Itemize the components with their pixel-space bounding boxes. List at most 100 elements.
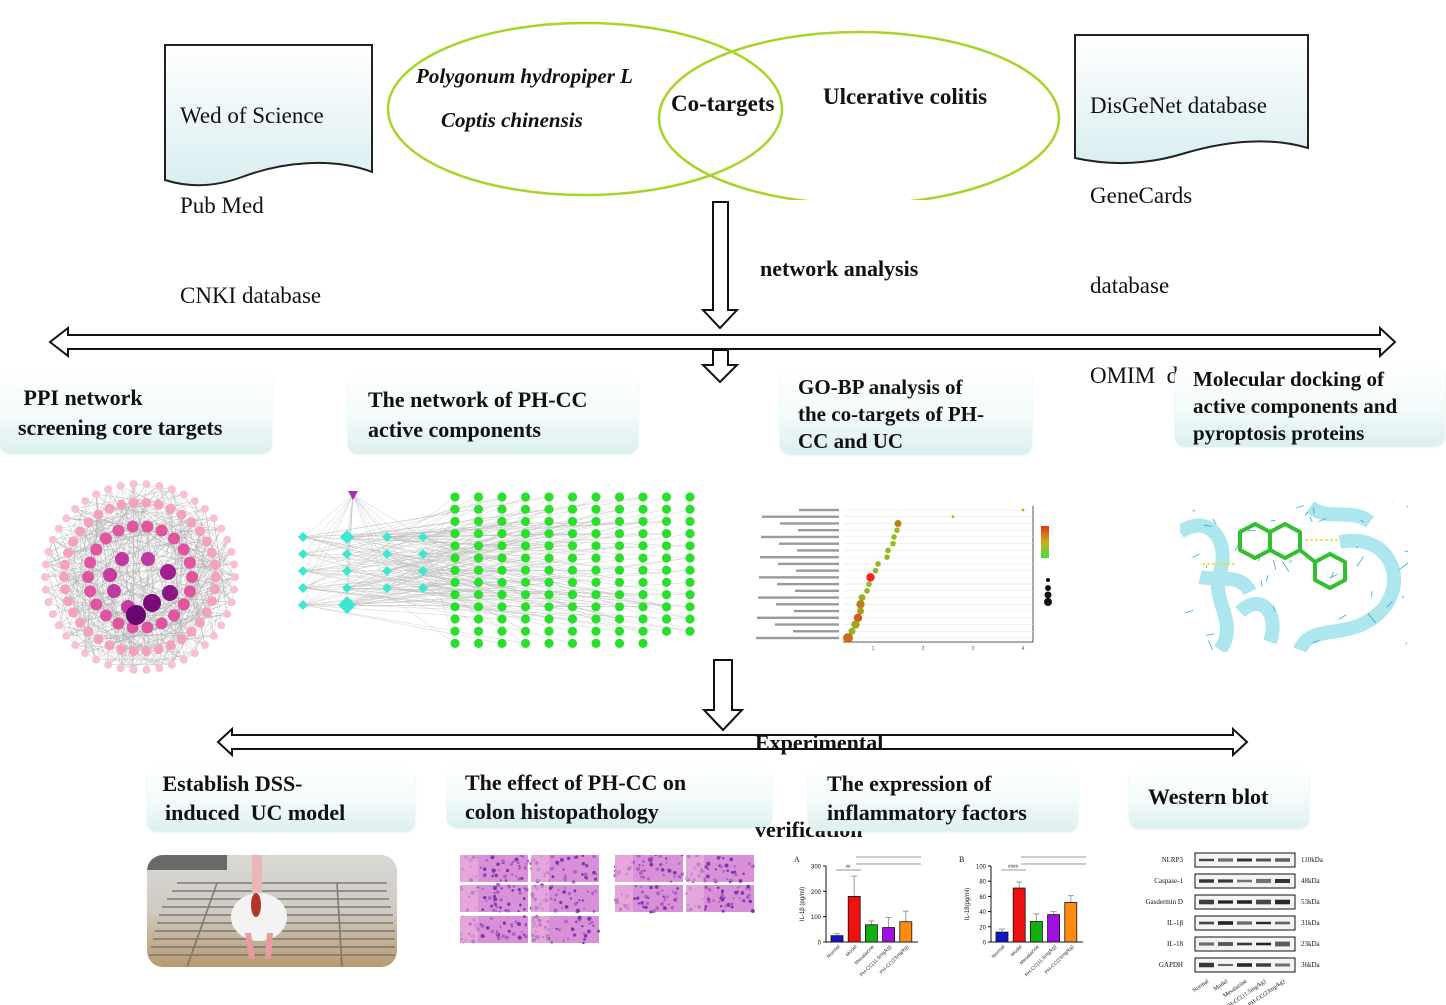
network-edge — [352, 494, 388, 538]
side-chains — [1185, 502, 1408, 651]
band — [1218, 942, 1233, 946]
significance-label: #### — [1008, 865, 1019, 870]
target-node — [473, 529, 484, 539]
ppi-edge — [161, 522, 192, 624]
network-edge — [302, 494, 354, 606]
ppi-node — [63, 547, 74, 558]
he-cell — [491, 874, 494, 878]
he-cell — [666, 895, 669, 899]
ppi-node — [194, 526, 205, 537]
he-cell — [517, 877, 521, 881]
network-edge — [302, 570, 691, 606]
band — [1256, 963, 1271, 967]
ppi-node — [90, 598, 103, 611]
ppi-node — [112, 524, 125, 537]
ppi-core-node — [107, 584, 121, 598]
ppi-edge — [191, 539, 228, 632]
ppi-core-node — [141, 552, 155, 566]
ppi-node — [68, 607, 79, 618]
panel-label-inflammatory: The expression of inflammatory factors — [808, 768, 1078, 831]
band — [1256, 858, 1271, 862]
ppi-edge — [96, 494, 133, 527]
ppi-edge — [45, 564, 212, 602]
he-cell — [646, 877, 650, 881]
ppi-node — [92, 655, 101, 664]
ppi-node — [209, 514, 218, 523]
target-node — [497, 529, 507, 539]
size-label: 53kDa — [1301, 898, 1321, 906]
ppi-node — [177, 598, 190, 611]
go-term-point — [885, 547, 891, 554]
ring — [1268, 522, 1302, 560]
he-cell — [577, 915, 582, 920]
ppi-node — [142, 665, 151, 674]
he-cell — [498, 910, 501, 913]
residue — [1386, 601, 1393, 608]
ppi-node — [59, 572, 69, 582]
target-node — [638, 577, 648, 587]
compound-node — [298, 583, 308, 593]
he-cell — [519, 855, 522, 858]
ppi-node — [104, 503, 115, 514]
ppi-node — [129, 480, 138, 489]
he-cell — [707, 867, 710, 870]
he-cell — [499, 898, 503, 902]
he-cell — [582, 932, 585, 935]
ppi-node — [82, 571, 94, 583]
target-node — [591, 626, 601, 636]
bar — [882, 927, 895, 943]
target-node — [638, 614, 648, 624]
ppi-edge — [66, 518, 205, 646]
he-muscle-layer — [460, 916, 478, 943]
he-cell — [506, 908, 511, 913]
ppi-node — [92, 490, 101, 499]
ppi-node — [84, 585, 97, 598]
ppi-node — [128, 497, 139, 508]
go-term-point — [872, 567, 879, 574]
ppi-node — [155, 617, 168, 630]
protein-label: Gasdermin D — [1145, 898, 1183, 906]
ppi-core-node — [160, 564, 176, 580]
target-node — [450, 492, 460, 502]
venn-left-label-2: Coptis chinensis — [441, 108, 583, 132]
go-term-point — [890, 540, 896, 547]
ppi-node — [112, 617, 125, 630]
he-cell — [515, 875, 517, 877]
y-tick-label: 300 — [811, 865, 822, 871]
target-node — [567, 541, 578, 551]
he-cell — [732, 897, 735, 900]
network-edge — [422, 545, 691, 555]
term-label — [797, 549, 839, 552]
he-cell — [564, 879, 567, 882]
band — [1237, 921, 1252, 925]
target-node — [614, 590, 625, 600]
ppi-node — [217, 621, 226, 630]
x-tick-label: 3 — [972, 646, 975, 652]
bar — [1012, 887, 1026, 943]
x-tick-label: 2 — [922, 646, 925, 652]
panel-title-line: The effect of PH-CC on — [465, 770, 687, 795]
ppi-node — [186, 626, 197, 637]
target-node — [544, 590, 554, 600]
he-cell — [520, 876, 524, 881]
experimental-line: Experimental — [755, 730, 884, 755]
he-cell — [738, 897, 741, 900]
ppi-node — [142, 480, 151, 489]
ppi-edge — [67, 552, 97, 660]
sources-left-document — [164, 44, 373, 187]
ppi-edge — [96, 494, 109, 665]
ppi-edge — [108, 522, 192, 665]
ppi-edge — [48, 551, 76, 646]
ppi-network-figure — [41, 480, 239, 674]
he-cell — [494, 873, 498, 878]
residue — [1273, 559, 1277, 570]
go-term-point — [1021, 508, 1025, 512]
target-node — [685, 602, 695, 612]
ppi-edge — [183, 494, 236, 578]
he-cell — [638, 864, 641, 867]
residue — [1402, 595, 1404, 599]
compound-node — [298, 566, 308, 576]
x-tick-label: 4 — [1022, 646, 1025, 652]
y-tick-label: 100 — [976, 865, 987, 871]
he-cell — [673, 875, 676, 878]
